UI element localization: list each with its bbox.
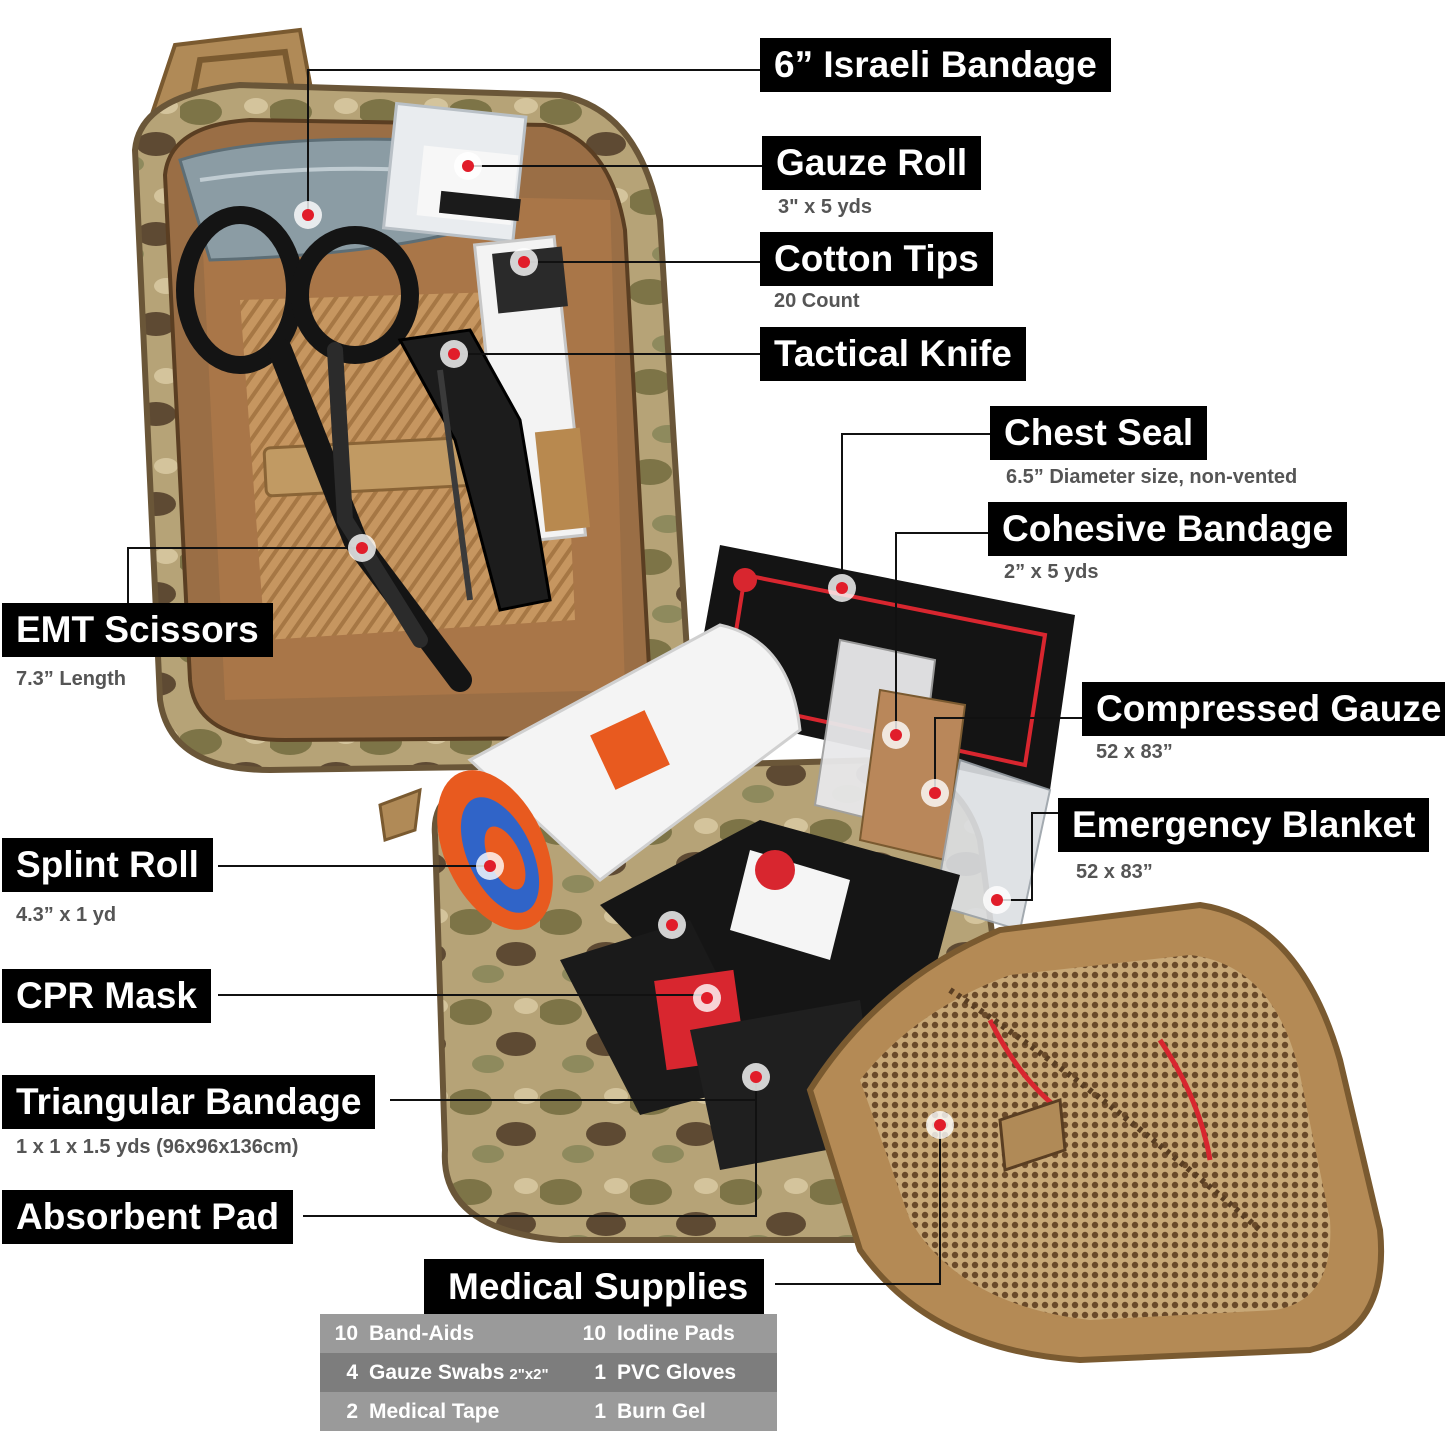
- label-compressed-gauze: Compressed Gauze: [1082, 682, 1445, 736]
- marker-israeli-bandage: [294, 201, 322, 229]
- supply-qty: 10: [582, 1321, 606, 1345]
- marker-emergency-blanket: [983, 886, 1011, 914]
- label-emt-scissors: EMT Scissors: [2, 603, 273, 657]
- marker-chest-seal: [828, 574, 856, 602]
- label-triangular-bandage: Triangular Bandage: [2, 1075, 376, 1129]
- sub-gauze-roll: 3" x 5 yds: [778, 196, 872, 218]
- marker-emt-scissors: [348, 534, 376, 562]
- supplies-cell: 1 Burn Gel: [568, 1400, 777, 1424]
- label-cotton-tips: Cotton Tips: [760, 232, 993, 286]
- supplies-cell: 4 Gauze Swabs 2"x2": [320, 1361, 568, 1385]
- sub-emt-scissors: 7.3” Length: [16, 668, 127, 690]
- supply-name: Medical Tape: [369, 1399, 500, 1423]
- sub-compressed-gauze: 52 x 83”: [1096, 741, 1173, 763]
- marker-cohesive-bandage: [882, 721, 910, 749]
- sub-triangular-bandage: 1 x 1 x 1.5 yds (96x96x136cm): [16, 1136, 299, 1158]
- sub-emergency-blanket: 52 x 83”: [1076, 861, 1153, 883]
- supplies-cell: 1 PVC Gloves: [568, 1361, 777, 1385]
- supplies-cell: 10 Band-Aids: [320, 1322, 568, 1346]
- sub-chest-seal: 6.5” Diameter size, non-vented: [1006, 466, 1298, 488]
- supply-name: Iodine Pads: [617, 1321, 735, 1345]
- sub-cotton-tips: 20 Count: [774, 290, 860, 312]
- item-markers: [294, 152, 1011, 1139]
- marker-compressed-gauze: [921, 779, 949, 807]
- splint-roll: [437, 623, 802, 930]
- label-israeli-bandage: 6” Israeli Bandage: [760, 38, 1111, 92]
- supplies-row: 4 Gauze Swabs 2"x2" 1 PVC Gloves: [320, 1353, 777, 1392]
- supply-name: PVC Gloves: [617, 1360, 737, 1384]
- supply-name: Burn Gel: [617, 1399, 706, 1423]
- marker-tactical-knife: [440, 340, 468, 368]
- supplies-cell: 2 Medical Tape: [320, 1400, 568, 1424]
- supply-qty: 10: [334, 1321, 358, 1345]
- marker-medical-supplies: [926, 1111, 954, 1139]
- supplies-cell: 10 Iodine Pads: [568, 1322, 777, 1346]
- sub-splint-roll: 4.3” x 1 yd: [16, 904, 117, 926]
- label-medical-supplies: Medical Supplies: [424, 1259, 765, 1315]
- label-cpr-mask: CPR Mask: [2, 969, 211, 1023]
- label-cohesive-bandage: Cohesive Bandage: [988, 502, 1348, 556]
- sub-cohesive-bandage: 2” x 5 yds: [1004, 561, 1099, 583]
- label-gauze-roll: Gauze Roll: [762, 136, 982, 190]
- marker-cpr-mask: [658, 911, 686, 939]
- supply-name: Band-Aids: [369, 1321, 474, 1345]
- medical-supplies-table: 10 Band-Aids 10 Iodine Pads 4 Gauze Swab…: [320, 1314, 777, 1431]
- marker-gauze-roll: [454, 152, 482, 180]
- supplies-row: 10 Band-Aids 10 Iodine Pads: [320, 1314, 777, 1353]
- label-emergency-blanket: Emergency Blanket: [1058, 798, 1430, 852]
- label-absorbent-pad: Absorbent Pad: [2, 1190, 294, 1244]
- supply-note: 2"x2": [509, 1365, 549, 1383]
- label-chest-seal: Chest Seal: [990, 406, 1208, 460]
- label-splint-roll: Splint Roll: [2, 838, 213, 892]
- marker-cotton-tips: [510, 248, 538, 276]
- supply-name: Gauze Swabs: [369, 1360, 505, 1384]
- tactical-knife: [397, 328, 552, 612]
- label-tactical-knife: Tactical Knife: [760, 327, 1026, 381]
- supply-qty: 4: [346, 1360, 358, 1384]
- supply-qty: 1: [594, 1360, 606, 1384]
- mesh-flap: [806, 901, 1385, 1364]
- marker-absorbent-pad: [742, 1063, 770, 1091]
- marker-triangular-bandage: [693, 984, 721, 1012]
- supply-qty: 1: [594, 1399, 606, 1423]
- gauze-roll-pack: [381, 101, 528, 244]
- marker-splint-roll: [476, 852, 504, 880]
- supply-qty: 2: [346, 1399, 358, 1423]
- supplies-row: 2 Medical Tape 1 Burn Gel: [320, 1392, 777, 1431]
- cpr-mask-pack: [600, 820, 960, 1070]
